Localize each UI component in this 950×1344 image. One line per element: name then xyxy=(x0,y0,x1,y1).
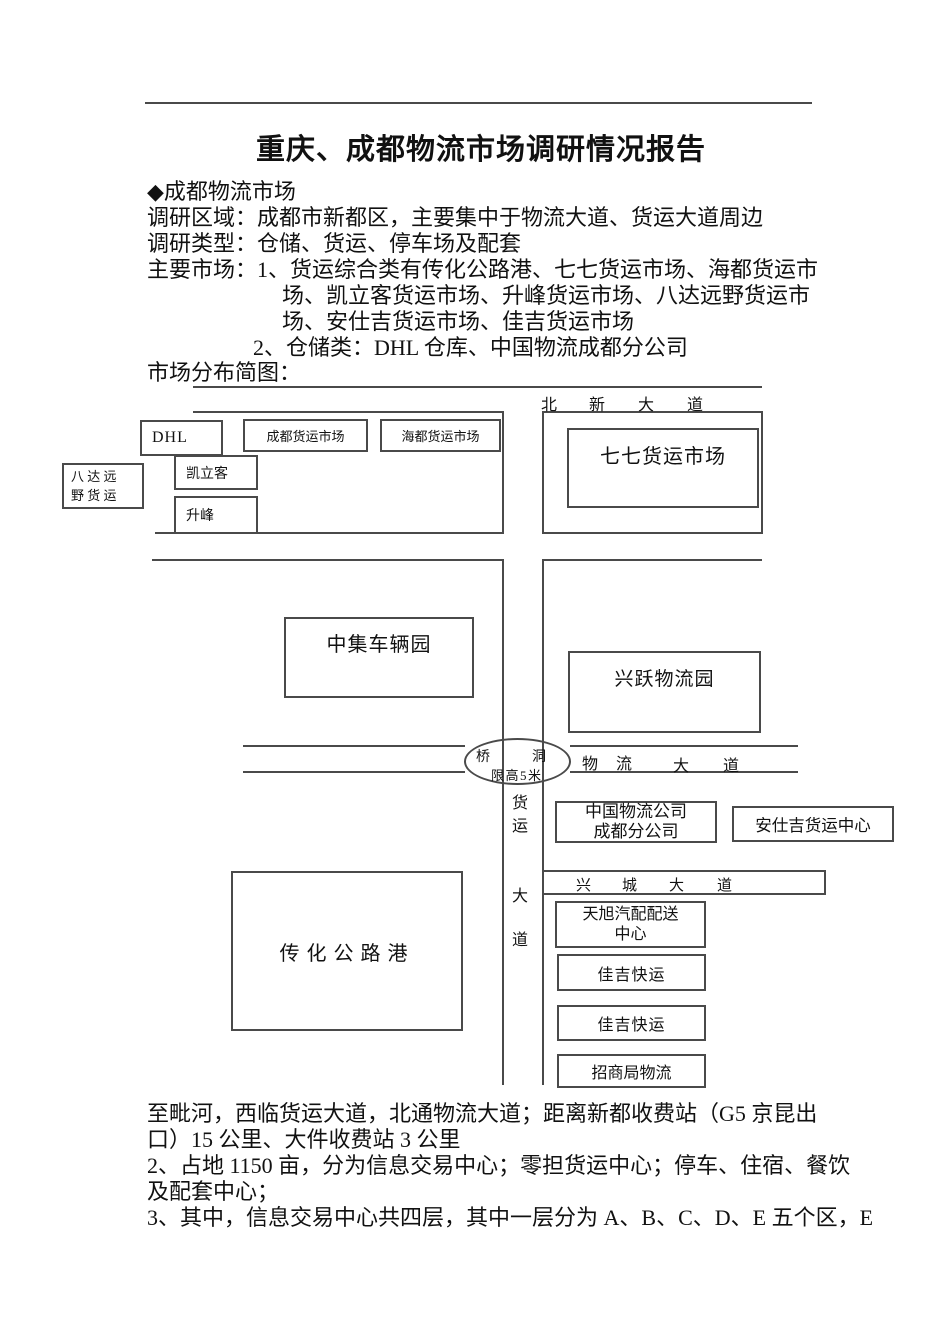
footer-line-3: 2、占地 1150 亩，分为信息交易中心；零担货运中心；停车、住宿、餐饮 xyxy=(147,1153,851,1178)
footer-line-2: 口）15 公里、大件收费站 3 公里 xyxy=(147,1127,461,1152)
box-anshiji-center: 安仕吉货运中心 xyxy=(732,806,894,842)
box-tianxu-autoparts: 天旭汽配配送 中心 xyxy=(555,901,706,948)
road-line-wuliu xyxy=(243,771,465,773)
box-chengdu-market: 成都货运市场 xyxy=(243,419,368,452)
qiqi-block-outline xyxy=(542,411,763,534)
intro-line-markets-1: 主要市场：1、货运综合类有传化公路港、七七货运市场、海都货运市 xyxy=(147,257,819,282)
road-line-huoyun-left xyxy=(502,559,504,1085)
road-label-wuliu: 流 xyxy=(616,756,633,773)
road-line-wuliu xyxy=(570,771,798,773)
map-caption: 市场分布简图： xyxy=(147,360,302,385)
box-bada-line1: 八 达 远 xyxy=(71,469,117,484)
road-line-beixin-top xyxy=(193,386,762,388)
intro-line-markets-3: 场、安仕吉货运市场、佳吉货运市场 xyxy=(282,309,635,334)
box-zhongji-vehicle-park: 中集车辆园 xyxy=(284,617,474,698)
box-dhl: DHL xyxy=(140,420,223,456)
box-shengfeng: 升峰 xyxy=(174,496,258,534)
road-line-cross-right xyxy=(542,559,762,561)
road-label-wuliu: 道 xyxy=(723,758,740,775)
intro-section-bullet: ◆成都物流市场 xyxy=(147,179,296,204)
road-label-xingcheng: 道 xyxy=(717,878,733,894)
box-tianxu-line2: 中心 xyxy=(614,925,647,943)
road-label-xingcheng: 兴 xyxy=(576,878,592,894)
block-edge-right xyxy=(502,411,504,534)
road-label-wuliu: 物 xyxy=(582,756,599,773)
bridge-label: 桥 xyxy=(476,750,490,765)
box-china-logistics-line1: 中国物流公司 xyxy=(585,802,687,821)
box-kailike: 凯立客 xyxy=(174,455,258,490)
road-label-huoyun: 运 xyxy=(512,818,529,835)
box-zhaoshang-logistics: 招商局物流 xyxy=(557,1054,706,1088)
box-china-logistics-line2: 成都分公司 xyxy=(593,822,679,841)
intro-line-markets-4: 2、仓储类：DHL 仓库、中国物流成都分公司 xyxy=(253,335,688,360)
road-line-wuliu xyxy=(570,745,798,747)
box-tianxu-line1: 天旭汽配配送 xyxy=(582,905,679,923)
intro-line-region: 调研区域：成都市新都区，主要集中于物流大道、货运大道周边 xyxy=(147,205,764,230)
intro-line-type: 调研类型：仓储、货运、停车场及配套 xyxy=(147,231,522,256)
box-xingyue-logistics-park: 兴跃物流园 xyxy=(568,651,761,733)
block-edge-bottom xyxy=(155,532,504,534)
road-label-huoyun: 道 xyxy=(512,932,529,949)
box-jiaji-express-1: 佳吉快运 xyxy=(557,954,706,991)
road-label-huoyun: 货 xyxy=(512,795,529,812)
bridge-clearance-label: 限高5米 xyxy=(491,768,543,783)
page-title: 重庆、成都物流市场调研情况报告 xyxy=(255,134,706,166)
road-label-xingcheng: 城 xyxy=(622,878,638,894)
box-jiaji-express-2: 佳吉快运 xyxy=(557,1005,706,1041)
bridge-ellipse xyxy=(464,738,571,785)
road-line-cross-left xyxy=(152,559,504,561)
road-line-beixin-bottom-left xyxy=(193,411,504,413)
box-bada-yuanye: 八 达 远 野 货 运 xyxy=(62,463,144,509)
road-label-wuliu: 大 xyxy=(673,758,690,775)
box-bada-line2: 野 货 运 xyxy=(71,488,117,503)
road-label-beixin: 大 xyxy=(638,397,655,414)
box-china-logistics: 中国物流公司 成都分公司 xyxy=(555,801,717,843)
road-label-beixin: 道 xyxy=(687,397,704,414)
box-qiqi-market: 七七货运市场 xyxy=(567,428,759,508)
road-label-xingcheng: 大 xyxy=(669,878,685,894)
road-line-huoyun-right xyxy=(542,559,544,1085)
road-label-beixin: 新 xyxy=(589,397,606,414)
road-label-beixin: 北 xyxy=(541,397,558,414)
footer-line-5: 3、其中，信息交易中心共四层，其中一层分为 A、B、C、D、E 五个区，E xyxy=(147,1205,874,1230)
road-box-xingcheng xyxy=(542,870,826,895)
header-rule xyxy=(145,102,812,104)
box-haidu-market: 海都货运市场 xyxy=(380,419,501,452)
road-label-huoyun: 大 xyxy=(512,888,529,905)
box-chuanhua-highway-port: 传化公路港 xyxy=(231,871,463,1031)
road-line-wuliu xyxy=(243,745,465,747)
footer-line-1: 至毗河，西临货运大道，北通物流大道；距离新都收费站（G5 京昆出 xyxy=(147,1101,818,1126)
footer-line-4: 及配套中心； xyxy=(147,1179,280,1204)
intro-line-markets-2: 场、凯立客货运市场、升峰货运市场、八达远野货运市 xyxy=(282,283,811,308)
bridge-label: 洞 xyxy=(532,750,546,765)
